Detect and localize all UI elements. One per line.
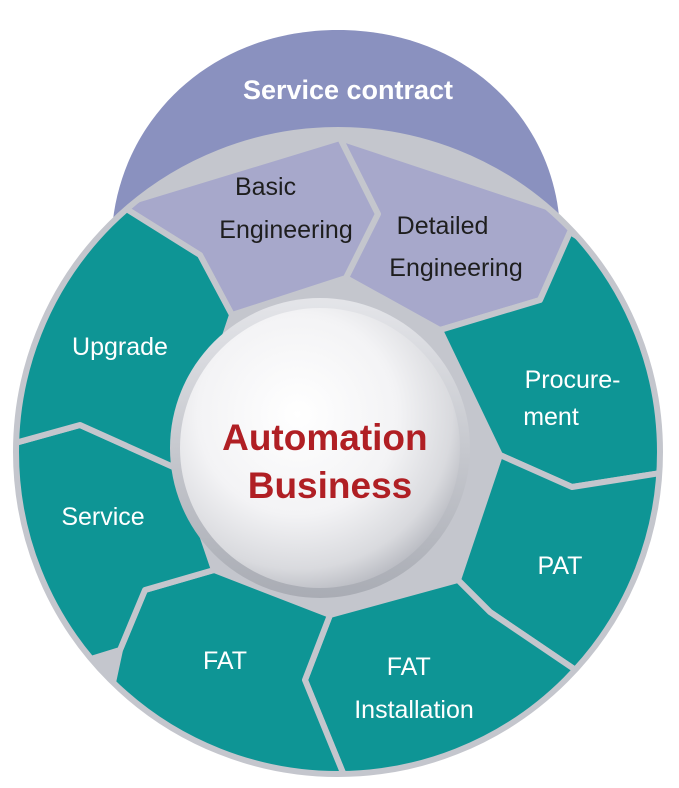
center-title-line1: Automation [222, 417, 428, 458]
fat-installation-label: FAT Installation [354, 653, 474, 724]
basic-engineering-label: Basic Engineering [219, 173, 352, 244]
fat-installation-line1: FAT [387, 653, 431, 681]
pat-label: PAT [538, 552, 583, 580]
detailed-engineering-line2: Engineering [389, 254, 522, 282]
service-contract-label: Service contract [243, 75, 453, 105]
detailed-engineering-label: Detailed Engineering [389, 212, 522, 282]
segment-fat-installation [302, 577, 660, 774]
fat-label: FAT [203, 647, 247, 675]
center-title-line2: Business [248, 465, 413, 506]
upgrade-label: Upgrade [72, 333, 168, 361]
fat-installation-line2: Installation [354, 696, 474, 724]
center-title: Automation Business [222, 417, 438, 506]
procurement-line2: ment [523, 403, 579, 431]
center-circle [180, 308, 460, 588]
basic-engineering-line2: Engineering [219, 216, 352, 244]
basic-engineering-line1: Basic [235, 173, 296, 201]
procurement-line1: Procure- [525, 366, 621, 394]
detailed-engineering-line1: Detailed [397, 212, 489, 240]
procurement-label: Procure- ment [523, 366, 627, 431]
service-label: Service [61, 503, 144, 531]
